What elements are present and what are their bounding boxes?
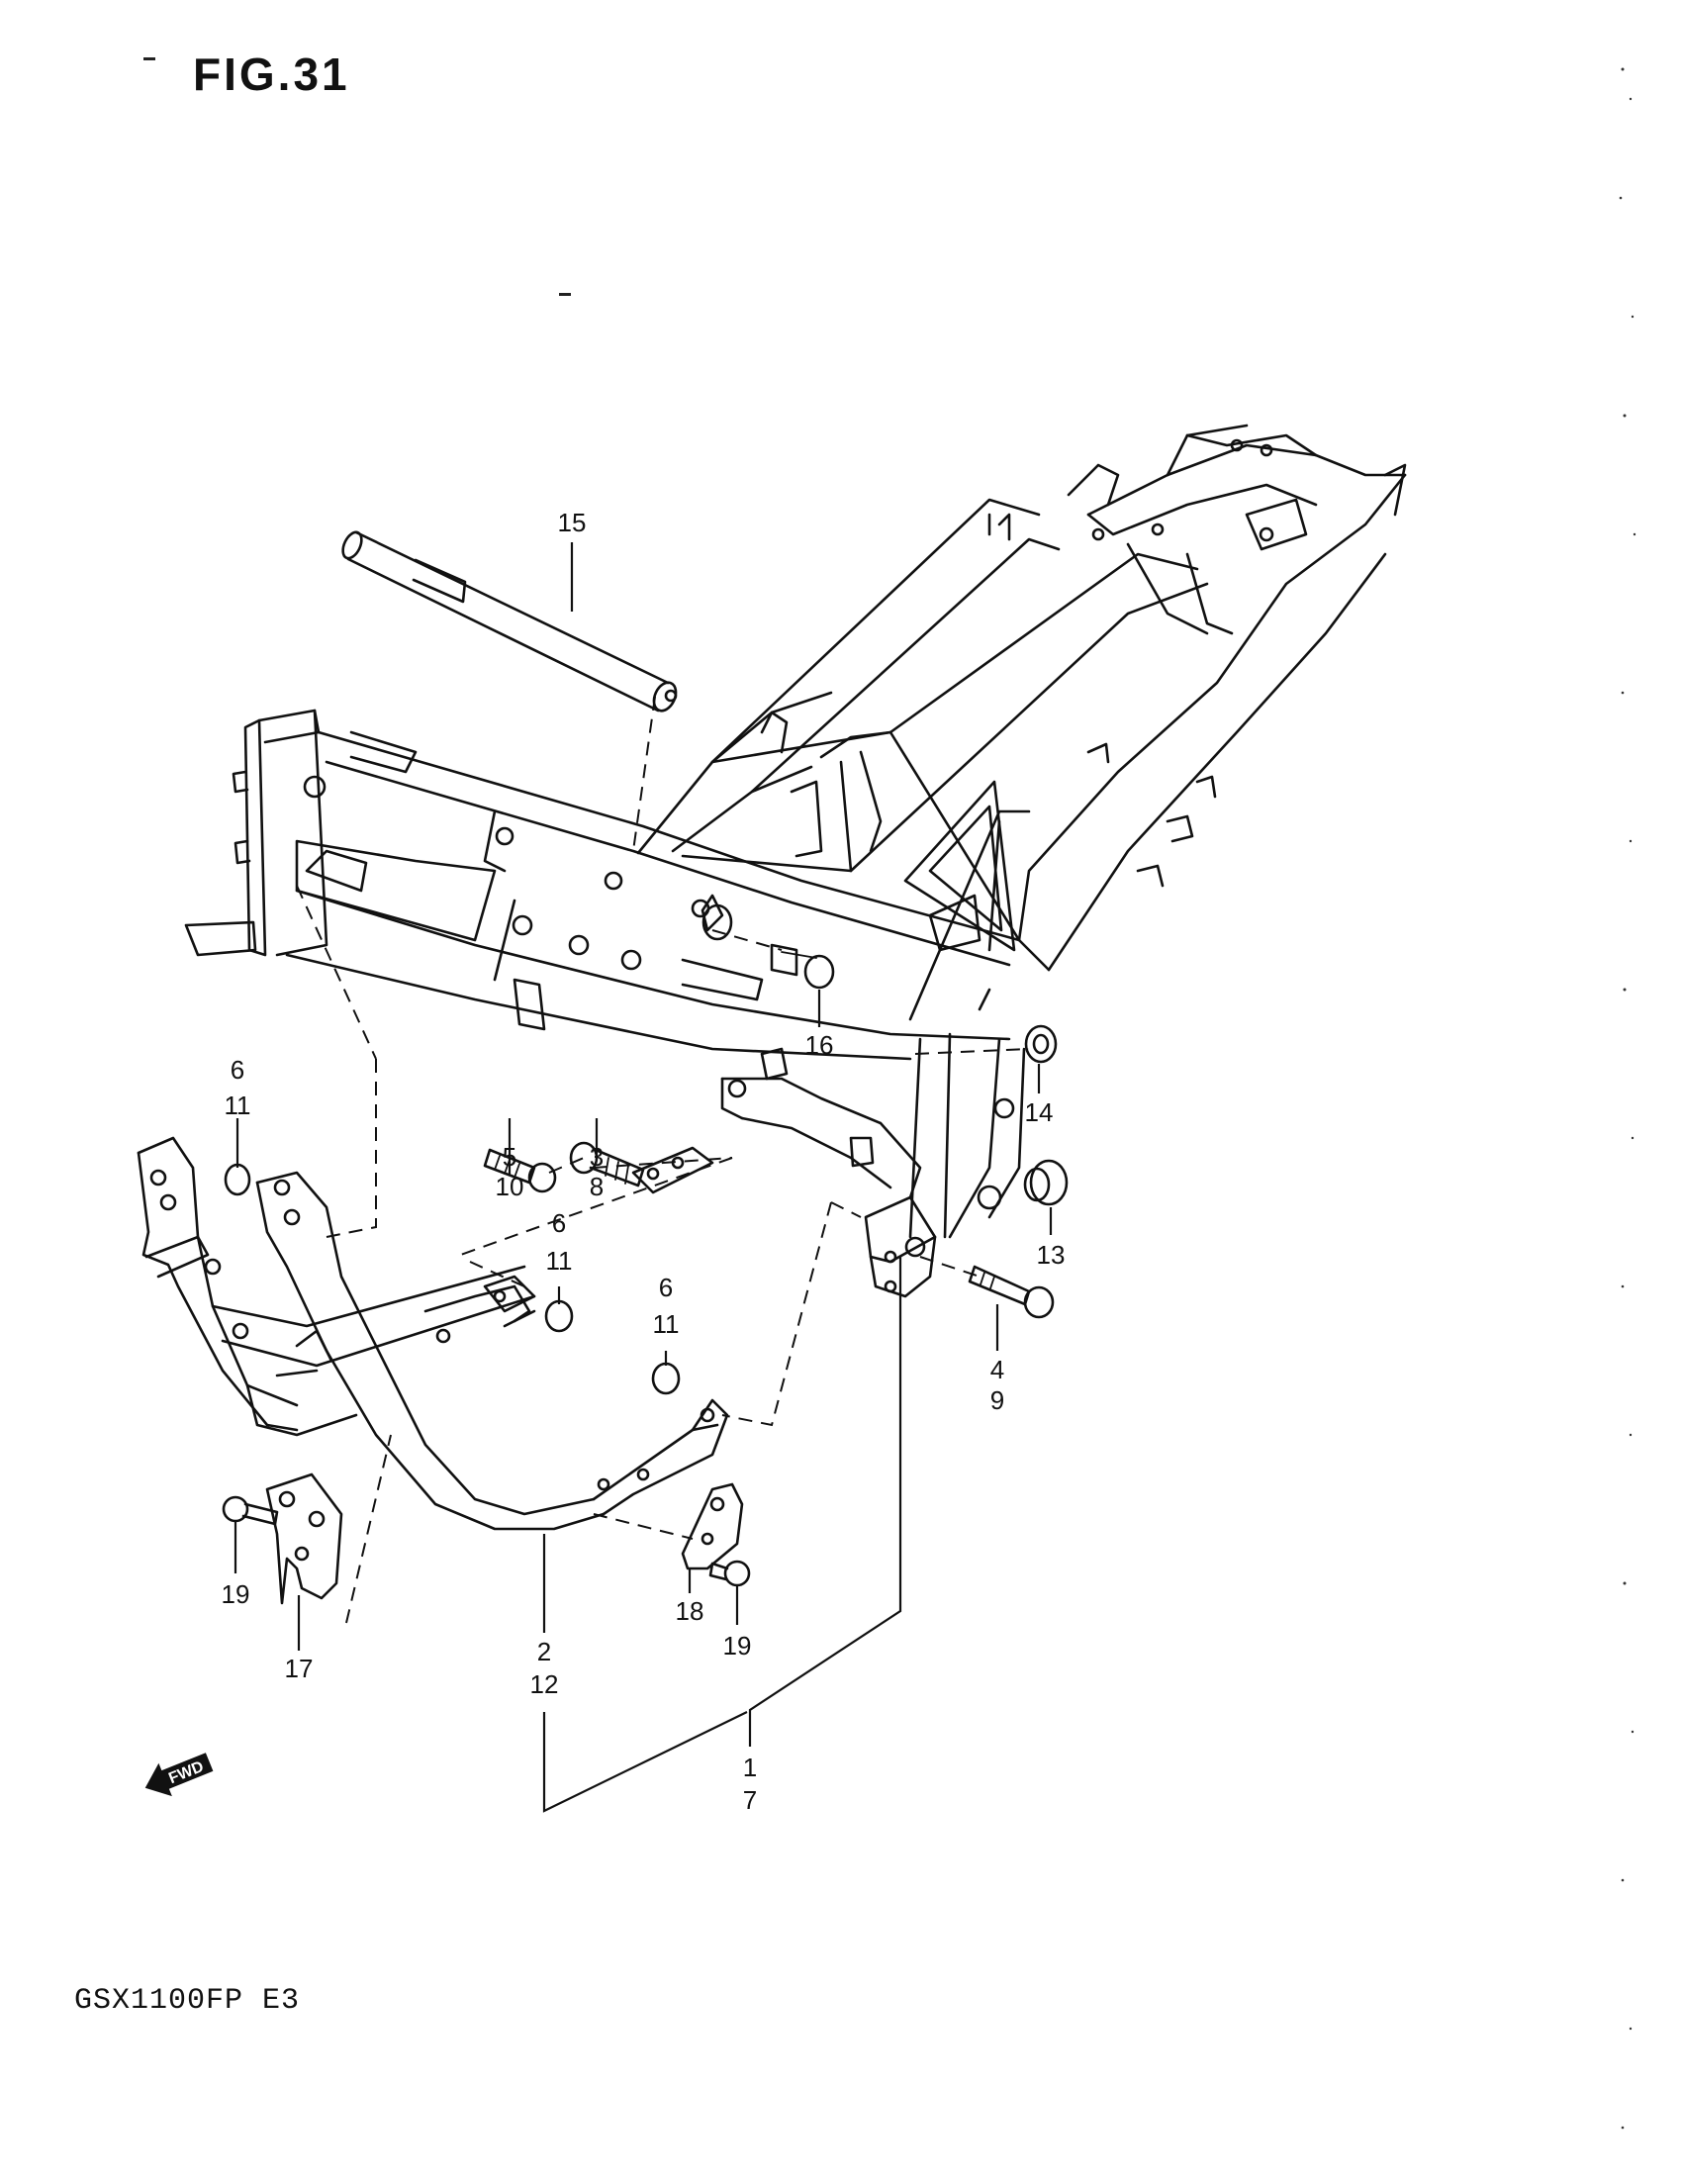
callout-leaders [234, 542, 1053, 1813]
callout-19: 19 [723, 1631, 752, 1661]
callout-8: 8 [590, 1172, 604, 1201]
item-19-bolts [222, 1495, 751, 1587]
item-18-bracket [681, 1482, 744, 1570]
forward-arrow-icon: FWD [144, 1753, 214, 1797]
callout-15: 15 [558, 508, 587, 537]
item-15-tube [341, 530, 678, 712]
callout-numbers: 15 6 11 5 10 3 8 6 11 6 11 16 14 13 4 9 … [222, 508, 1066, 1815]
callout-11: 11 [225, 1091, 251, 1120]
model-code: GSX1100FP E3 [74, 1984, 301, 2018]
callout-13: 13 [1037, 1240, 1066, 1270]
lower-cradle [137, 1136, 729, 1531]
callout-17: 17 [285, 1654, 314, 1683]
callout-14: 14 [1025, 1097, 1054, 1127]
callout-9: 9 [990, 1385, 1004, 1415]
item-13-spacer [1023, 1159, 1069, 1206]
item-16-nut [701, 894, 835, 990]
callout-1: 1 [743, 1753, 757, 1782]
main-frame [184, 424, 1407, 1298]
callout-16: 16 [805, 1030, 834, 1060]
callout-11: 11 [653, 1309, 680, 1339]
callout-6: 6 [552, 1208, 566, 1238]
callout-7: 7 [743, 1785, 757, 1815]
callout-6: 6 [659, 1273, 673, 1302]
item-5-bolt [483, 1148, 557, 1193]
item-4-bolt [968, 1265, 1055, 1319]
item-3-bolt [569, 1141, 645, 1187]
assembly-lines [296, 696, 1030, 1624]
figure-title: FIG.31 [193, 48, 350, 100]
callout-19: 19 [222, 1579, 250, 1609]
callout-11: 11 [546, 1246, 573, 1276]
scan-specks [143, 57, 1636, 2130]
callout-18: 18 [676, 1596, 704, 1626]
callout-2: 2 [537, 1637, 551, 1666]
cross-member [631, 1047, 922, 1199]
item-14-spacer [1024, 1024, 1058, 1064]
callout-6: 6 [231, 1055, 244, 1085]
item-17-bracket [265, 1472, 343, 1605]
callout-5: 5 [503, 1142, 516, 1172]
callout-3: 3 [590, 1142, 604, 1172]
callout-12: 12 [530, 1669, 559, 1699]
callout-4: 4 [990, 1355, 1004, 1384]
callout-10: 10 [496, 1172, 524, 1201]
